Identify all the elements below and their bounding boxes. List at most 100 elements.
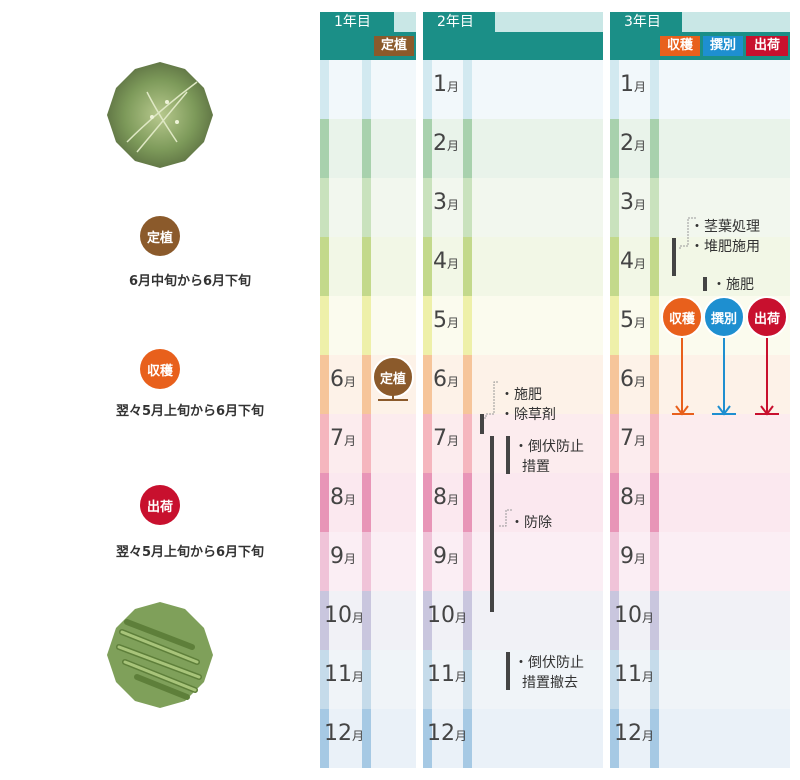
month-label: 6月 [330,367,357,392]
month-strip [610,532,619,591]
month-strip [650,414,659,473]
month-strip [463,60,472,119]
month-strip [362,591,371,650]
month-strip [463,473,472,532]
month-strip [320,414,329,473]
year2-bar-removal [506,652,510,690]
month-label: 11月 [324,662,365,687]
month-strip [650,60,659,119]
month-strip [610,709,619,768]
month-strip [423,414,432,473]
month-strip [423,119,432,178]
month-row [610,178,790,237]
month-label: 10月 [614,603,655,628]
shipping-badge: 出荷 [140,485,180,525]
year3-bar-1 [672,238,676,276]
month-row [610,591,790,650]
month-strip [320,650,329,709]
month-label: 6月 [433,367,460,392]
month-label: 11月 [427,662,468,687]
month-label: 9月 [433,544,460,569]
month-strip [362,296,371,355]
month-strip [650,237,659,296]
month-row [423,650,603,709]
harvest-period-text: 翌々5月上旬から6月下旬 [115,404,265,419]
month-label: 10月 [324,603,365,628]
month-label: 2月 [433,131,460,156]
month-strip [320,296,329,355]
month-strip [320,709,329,768]
month-strip [423,473,432,532]
month-row [423,60,603,119]
month-strip [463,650,472,709]
month-row [423,355,603,414]
month-label: 7月 [620,426,647,451]
year3-ship-tag: 出荷 [746,36,788,56]
month-row [610,119,790,178]
month-row [423,532,603,591]
month-label: 3月 [433,190,460,215]
month-strip [650,473,659,532]
month-label: 4月 [620,249,647,274]
month-label: 5月 [620,308,647,333]
month-row [610,355,790,414]
month-strip [610,473,619,532]
month-strip [650,178,659,237]
month-strip [362,709,371,768]
month-strip [320,591,329,650]
year2-event-fertilize: ・施肥 [500,387,542,403]
month-strip [362,60,371,119]
year2-bar-long [490,436,494,612]
asparagus-harvest-photo [107,602,213,708]
planting-badge: 定植 [140,216,180,256]
month-row [610,60,790,119]
month-strip [423,296,432,355]
month-label: 4月 [433,249,460,274]
month-strip [463,178,472,237]
month-strip [362,414,371,473]
year1-header: 1年目 定植 [320,12,416,60]
month-row [610,709,790,768]
month-strip [423,178,432,237]
month-strip [320,178,329,237]
month-row [610,414,790,473]
month-strip [650,650,659,709]
year2-header: 2年目 [423,12,603,60]
month-strip [463,591,472,650]
month-strip [362,355,371,414]
month-row [423,119,603,178]
year2-event-pest-control: ・防除 [510,515,552,531]
month-strip [423,60,432,119]
month-row [610,237,790,296]
year3-bar-2 [703,277,707,291]
harvest-badge: 収穫 [140,349,180,389]
month-label: 5月 [433,308,460,333]
month-strip [362,473,371,532]
year3-event-fertilize: ・施肥 [712,277,754,293]
month-label: 1月 [433,72,460,97]
month-label: 9月 [620,544,647,569]
year2-event-lodging-a: ・倒伏防止 [514,439,584,455]
year3-harvest-circle: 収穫 [661,296,703,338]
month-strip [362,178,371,237]
month-row [610,650,790,709]
month-strip [463,119,472,178]
asparagus-fern-photo [107,62,213,168]
year2-bracket-2 [498,509,512,527]
month-strip [320,119,329,178]
month-strip [610,60,619,119]
month-strip [423,709,432,768]
month-strip [463,296,472,355]
month-strip [362,237,371,296]
year1-title: 1年目 [334,14,371,30]
year3-event-compost: ・堆肥施用 [690,239,760,255]
month-row [423,178,603,237]
month-label: 10月 [427,603,468,628]
year3-header: 3年目 収穫 撰別 出荷 [610,12,790,60]
month-strip [463,414,472,473]
month-strip [610,650,619,709]
month-strip [610,355,619,414]
month-label: 12月 [427,721,468,746]
month-strip [463,237,472,296]
year3-arrows [672,338,779,416]
